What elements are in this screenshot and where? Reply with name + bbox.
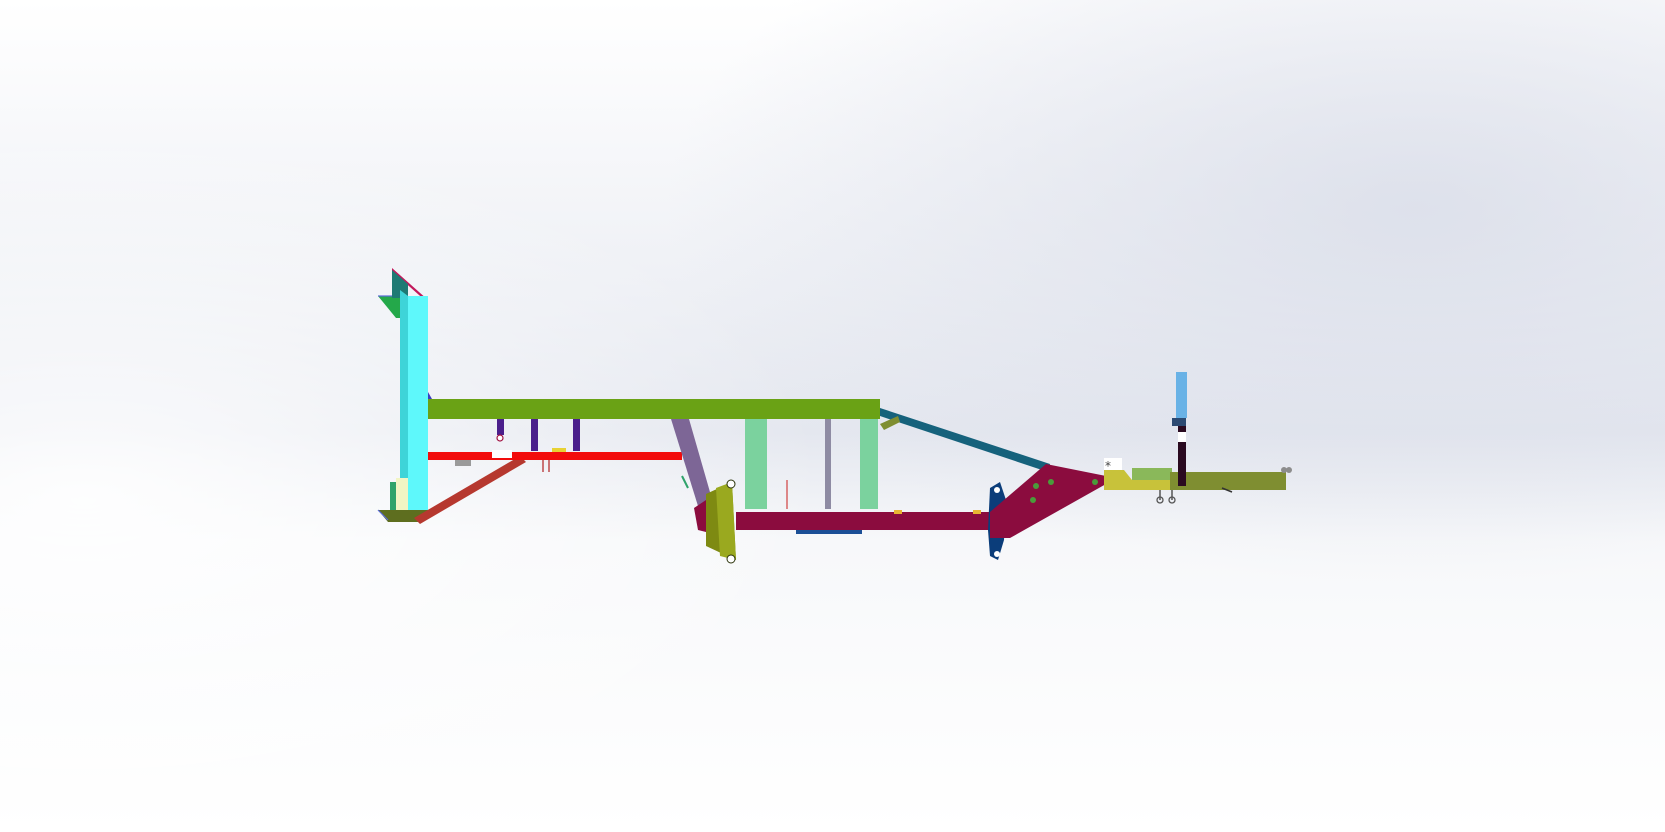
red-rail-small-ring: [496, 434, 504, 442]
lower-beam-yellow-bolt-2: [973, 510, 981, 514]
jack-wheel-left: [1156, 496, 1164, 504]
upright-post-side[interactable]: [400, 290, 408, 512]
jack-post-body[interactable]: [1178, 418, 1186, 486]
blue-bracket-hole-bottom: [994, 551, 1000, 557]
purple-hanger-3[interactable]: [573, 419, 580, 451]
jack-wheel-right: [1168, 496, 1176, 504]
upright-base-green-plate[interactable]: [390, 482, 396, 510]
tongue-end-pin-2: [1286, 467, 1292, 473]
jack-post-collar: [1172, 418, 1186, 426]
upright-post-top-cap[interactable]: [392, 268, 428, 303]
red-rail-white-tab: [492, 450, 512, 458]
gusset-hole-1: [1033, 483, 1039, 489]
purple-hanger-2[interactable]: [531, 419, 538, 451]
mount-plate-front[interactable]: [716, 482, 736, 560]
upright-post[interactable]: [408, 296, 428, 512]
diagonal-strut-olive-clamp: [880, 416, 900, 430]
tongue-green-coupler-top: [1132, 468, 1172, 480]
top-rail[interactable]: [428, 399, 880, 419]
gray-post[interactable]: [825, 419, 831, 509]
jack-post-white-tab: [1178, 432, 1186, 442]
purple-diagonal-strut[interactable]: [671, 419, 714, 506]
gusset-hole-4: [1092, 479, 1098, 485]
tongue-asterisk-mark: *: [1105, 459, 1111, 473]
mount-plate-magenta-wedge: [694, 500, 706, 532]
lower-beam-bottom-strip: [796, 530, 862, 534]
purple-hanger-1[interactable]: [497, 419, 504, 435]
green-post-2[interactable]: [860, 419, 878, 509]
tongue-gusset[interactable]: [990, 464, 1106, 538]
green-post-1[interactable]: [745, 419, 767, 509]
jack-post[interactable]: [1176, 372, 1187, 418]
gusset-hole-2: [1048, 479, 1054, 485]
mount-plate-hole-bottom: [726, 554, 736, 564]
top-rail-end-tab[interactable]: [428, 392, 432, 399]
upright-base-foot-edge: [377, 509, 389, 521]
mount-plate-hole-top: [726, 479, 736, 489]
upright-base-pale-plate[interactable]: [396, 478, 408, 510]
blue-bracket-hole-top: [994, 487, 1000, 493]
tongue[interactable]: [1170, 472, 1286, 490]
red-rail[interactable]: [428, 452, 682, 460]
brown-diagonal-brace[interactable]: [414, 456, 526, 524]
lower-beam-yellow-bolt-1: [894, 510, 902, 514]
lower-beam[interactable]: [736, 512, 990, 530]
tongue-end-pin: [1281, 467, 1287, 473]
jack-handle: [1221, 487, 1233, 493]
teal-top-bracket[interactable]: [392, 270, 408, 298]
red-rail-gray-block: [455, 460, 471, 466]
green-pin: [681, 475, 689, 489]
diagonal-strut[interactable]: [880, 408, 1050, 472]
gusset-hole-3: [1030, 497, 1036, 503]
red-rail-yellow-tab: [552, 448, 566, 452]
